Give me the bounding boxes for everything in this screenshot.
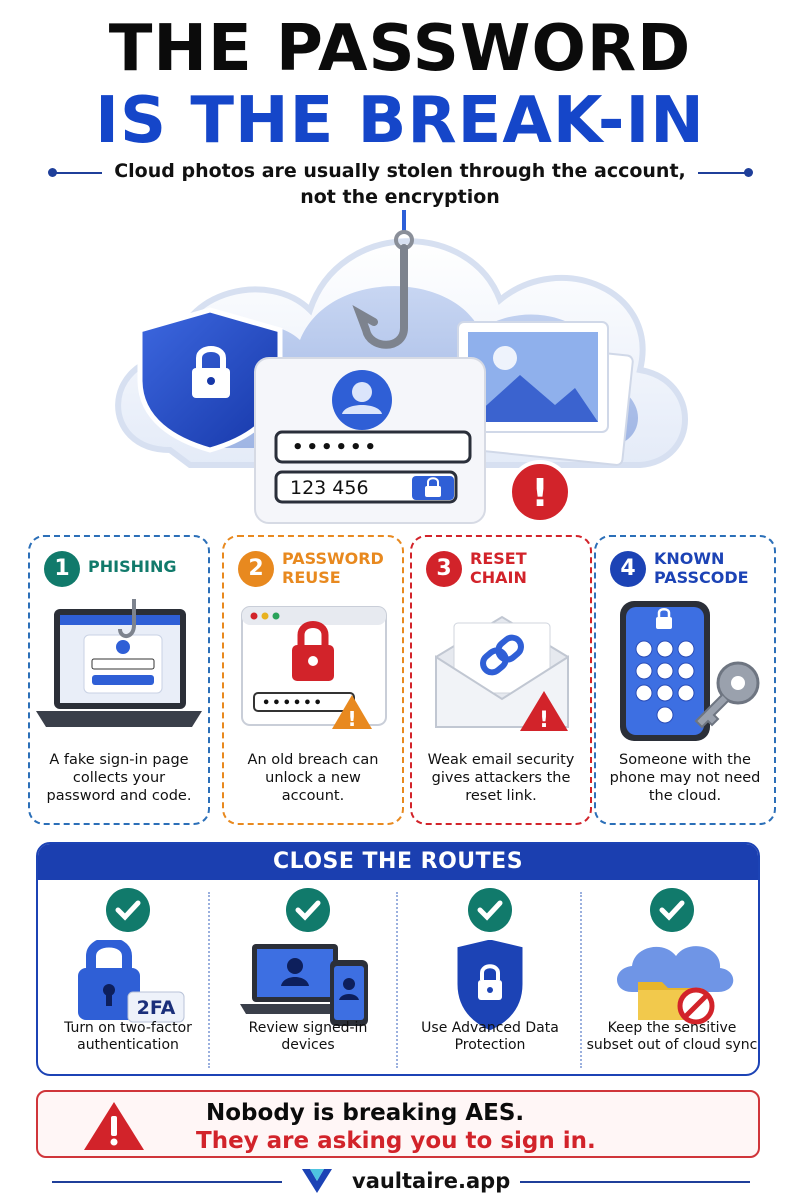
- alert-line-2: They are asking you to sign in.: [196, 1128, 596, 1154]
- link-icon: [480, 634, 524, 676]
- check-icon: [286, 888, 330, 932]
- svg-text:!: !: [347, 707, 356, 731]
- routes-heading: CLOSE THE ROUTES: [38, 844, 758, 880]
- hero-illustration: •••••• 123 456 !: [115, 210, 688, 524]
- vaultaire-logo-icon: [302, 1169, 332, 1193]
- step-title: PHISHING: [88, 557, 177, 576]
- subtitle-line-2: not the encryption: [300, 186, 500, 208]
- svg-text:••••••: ••••••: [262, 696, 324, 711]
- route-label: Use Advanced Data Protection: [421, 1020, 559, 1053]
- fishing-hook-icon: [352, 210, 414, 349]
- cloud-folder-block-icon: [617, 946, 734, 1025]
- route-label: Keep the sensitive subset out of cloud s…: [586, 1020, 758, 1053]
- route-adp: Use Advanced Data Protection: [400, 882, 580, 1074]
- step-number: 1: [44, 551, 80, 587]
- email-link-icon: !: [435, 615, 569, 733]
- step-number: 3: [426, 551, 462, 587]
- subtitle-rule-right: [698, 172, 748, 174]
- padlock-2fa-icon: 2FA: [78, 940, 185, 1023]
- footer-rule-right: [520, 1181, 750, 1183]
- phone-key-icon: [620, 601, 760, 741]
- route-devices: Review signed-in devices: [218, 882, 398, 1074]
- route-2fa: 2FA Turn on two-factor authentication: [38, 882, 218, 1074]
- login-card: •••••• 123 456: [254, 357, 486, 524]
- alert-banner: Nobody is breaking AES. They are asking …: [36, 1090, 760, 1158]
- alert-line-1: Nobody is breaking AES.: [206, 1100, 525, 1126]
- key-icon: [694, 661, 760, 729]
- check-icon: [650, 888, 694, 932]
- svg-text:!: !: [531, 471, 548, 515]
- step-desc: Weak email security gives attackers the …: [427, 752, 575, 804]
- devices-icon: [240, 944, 368, 1026]
- step-number: 2: [238, 551, 274, 587]
- subtitle: Cloud photos are usually stolen through …: [0, 158, 800, 210]
- route-label: Review signed-in devices: [248, 1020, 368, 1053]
- check-icon: [468, 888, 512, 932]
- warning-triangle-icon: [84, 1102, 144, 1150]
- footer-brand[interactable]: vaultaire.app: [352, 1169, 511, 1193]
- step-desc: Someone with the phone may not need the …: [609, 752, 761, 804]
- divider: [396, 892, 398, 1068]
- step-card-phishing: 1 PHISHING A fake sign-in page collects …: [28, 535, 210, 825]
- svg-text:!: !: [539, 708, 549, 733]
- route-label: Turn on two-factor authentication: [64, 1020, 192, 1053]
- footer-rule-left: [52, 1181, 282, 1183]
- badge-2fa: 2FA: [137, 997, 176, 1019]
- subtitle-line-1: Cloud photos are usually stolen through …: [114, 160, 686, 182]
- step-number: 4: [610, 551, 646, 587]
- shield-lock-icon: [137, 307, 283, 453]
- rule-dot: [744, 168, 753, 177]
- warning-badge-icon: !: [508, 460, 572, 524]
- divider: [580, 892, 582, 1068]
- route-sync: Keep the sensitive subset out of cloud s…: [582, 882, 758, 1074]
- title-line-2: IS THE BREAK-IN: [95, 84, 705, 158]
- step-desc: An old breach can unlock a new account.: [247, 752, 379, 804]
- hero-password-mask: ••••••: [292, 437, 379, 458]
- browser-lock-icon: •••••• !: [241, 606, 387, 731]
- close-routes-panel: CLOSE THE ROUTES 2FA Turn on two-factor …: [36, 842, 760, 1076]
- shield-lock-icon: [454, 940, 526, 1034]
- title-line-1: THE PASSWORD: [108, 12, 692, 86]
- step-desc: A fake sign-in page collects your passwo…: [46, 752, 192, 804]
- subtitle-rule-left: [52, 172, 102, 174]
- laptop-phishing-icon: [36, 599, 202, 727]
- check-icon: [106, 888, 150, 932]
- divider: [208, 892, 210, 1068]
- hero-code-text: 123 456: [290, 477, 369, 499]
- photo-icon: [457, 321, 634, 466]
